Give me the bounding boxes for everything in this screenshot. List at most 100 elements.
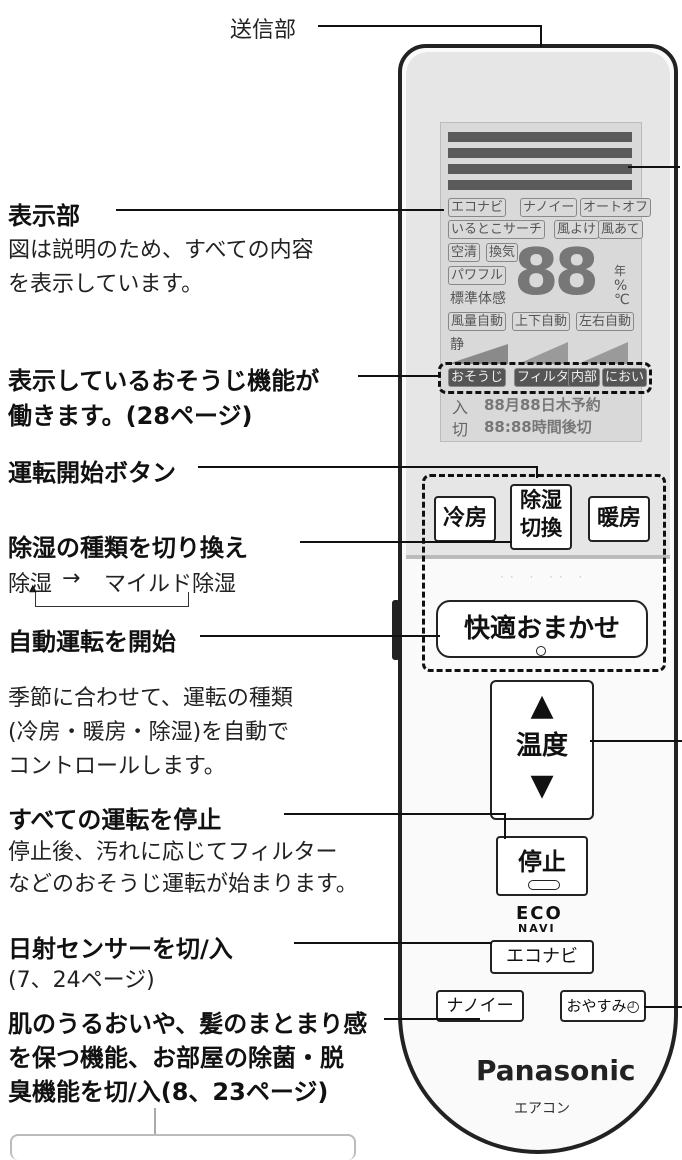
sensor-pages: (7、24ページ) [8, 968, 155, 993]
start-button-label: 運転開始ボタン [8, 459, 176, 487]
clock-icon: ◴ [626, 997, 640, 1015]
bottom-bracket-stem [154, 1108, 156, 1134]
lcd-nanoe: ナノイー [520, 198, 578, 217]
temp-down-icon[interactable]: ▼ [530, 768, 554, 803]
lcd-powerful: パワフル [448, 266, 507, 285]
dehum-label-2: 切換 [520, 516, 562, 540]
display-desc-1: 図は説明のため、すべての内容 [8, 238, 314, 263]
product-label: エアコン [514, 1101, 570, 1117]
lcd-big-digits: 88 [514, 236, 599, 310]
lcd-nen: 年 [614, 264, 627, 278]
leader-transmitter-drop [540, 25, 542, 47]
auto-start-label: 自動運転を開始 [8, 628, 176, 656]
nanoe-button[interactable]: ナノイー [436, 990, 524, 1022]
leader-stop-drop [504, 813, 506, 839]
transmitter-label: 送信部 [230, 18, 297, 43]
nanoe-label-1: 肌のうるおいや、髪のまとまり感 [8, 1010, 368, 1038]
cleaning-label-1: 表示しているおそうじ機能が [8, 367, 320, 395]
braille-dots: ·· · ·· · [500, 570, 589, 584]
lcd-kazeyoke: 風よけ [554, 220, 600, 239]
stop-desc-2: などのおそうじ運転が始まります。 [8, 872, 358, 897]
lcd-on: 入 [452, 398, 469, 417]
lcd-search: いるとこサーチ [448, 220, 546, 239]
leader-sleep [644, 1006, 682, 1008]
dehum-cycle-bracket [35, 592, 189, 607]
sleep-label: おやすみ [566, 997, 627, 1015]
leader-display [116, 209, 444, 211]
lcd-quiet: 静 [450, 337, 464, 353]
temp-label: 温度 [515, 731, 568, 761]
lcd-kazeate: 風あて [598, 220, 643, 239]
temp-button[interactable]: ▲ 温度 ▼ [490, 680, 594, 820]
econavi-logo: ECO [516, 903, 563, 924]
leader-nanoe [384, 1018, 480, 1020]
cool-button[interactable]: 冷房 [434, 496, 496, 542]
dehum-arrow: → [62, 566, 81, 591]
leader-right-top [628, 166, 680, 168]
bottom-bracket-box [10, 1134, 356, 1160]
sensor-label: 日射センサーを切/入 [8, 935, 233, 963]
nanoe-label-2: を保つ機能、お部屋の除菌・脱 [8, 1044, 344, 1072]
panel-divider [406, 555, 670, 559]
cleaning-highlight [438, 362, 652, 394]
lcd-fan-wedges [448, 342, 628, 364]
leader-cleaning [358, 375, 440, 377]
lcd-filter: フィルター [514, 368, 585, 387]
stop-all-label: すべての運転を停止 [8, 806, 222, 834]
lcd-deg: ℃ [614, 292, 630, 308]
stop-desc-1: 停止後、汚れに応じてフィルター [8, 840, 338, 865]
nanoe-label-3: 臭機能を切/入(8、23ページ) [8, 1078, 329, 1106]
lcd-timer-off: 88:88時間後切 [484, 418, 592, 436]
lcd-kusei: 空清 [448, 243, 481, 262]
leader-sensor [294, 942, 492, 944]
temp-up-icon[interactable]: ▲ [530, 688, 554, 723]
lcd-std: 標準体感 [450, 291, 506, 307]
lcd-econavi: エコナビ [448, 198, 507, 217]
dehum-mode-a: 除湿 [8, 572, 53, 597]
lcd-timer-on: 88月88日木予約 [484, 396, 601, 414]
leader-temp [590, 740, 682, 742]
lcd-bar-1 [448, 132, 632, 142]
leader-dehum [300, 541, 512, 543]
lcd-osouji: おそうじ [448, 368, 507, 387]
lcd-kanki: 換気 [486, 243, 519, 262]
sleep-button[interactable]: おやすみ◴ [560, 990, 646, 1022]
dehum-mode-b: マイルド除湿 [104, 572, 237, 597]
leader-start-drop [536, 466, 538, 478]
brand-logo: Panasonic [476, 1054, 636, 1087]
econavi-button[interactable]: エコナビ [490, 940, 594, 974]
stop-indicator [528, 880, 560, 890]
start-buttons-highlight [422, 474, 666, 672]
lcd-updown: 上下自動 [512, 312, 571, 331]
cleaning-label-2: 働きます。(28ページ) [8, 402, 253, 430]
auto-desc-3: コントロールします。 [8, 754, 226, 779]
stop-label: 停止 [518, 848, 566, 876]
leader-transmitter [318, 25, 542, 27]
lcd-nioi: におい [602, 368, 648, 387]
auto-button-indicator [536, 646, 546, 656]
leader-auto [200, 635, 440, 637]
dehum-button[interactable]: 除湿 切換 [510, 484, 572, 550]
lcd-bar-4 [448, 180, 632, 190]
lcd-fan-auto: 風量自動 [448, 312, 507, 331]
lcd-off: 切 [452, 420, 469, 439]
lcd-pct: % [614, 278, 628, 294]
heat-button[interactable]: 暖房 [588, 496, 650, 542]
dehum-label-1: 除湿 [520, 488, 562, 512]
stop-button[interactable]: 停止 [496, 836, 588, 896]
lcd-leftright: 左右自動 [576, 312, 635, 331]
dehum-cycle-arrow-icon: ▲ [29, 583, 37, 594]
display-desc-2: を表示しています。 [8, 272, 204, 297]
leader-stop [284, 813, 506, 815]
dehum-switch-label: 除湿の種類を切り換え [8, 534, 248, 562]
leader-start [198, 466, 538, 468]
lcd-naibu: 内部 [568, 368, 601, 387]
lcd-autooff: オートオフ [580, 198, 652, 217]
lcd-bar-3 [448, 164, 632, 174]
lcd-bar-2 [448, 148, 632, 158]
lcd-screen [440, 122, 642, 442]
econavi-logo-sub: NAVI [518, 922, 556, 935]
auto-desc-1: 季節に合わせて、運転の種類 [8, 686, 293, 711]
auto-desc-2: (冷房・暖房・除湿)を自動で [8, 720, 290, 745]
display-title: 表示部 [8, 202, 80, 230]
